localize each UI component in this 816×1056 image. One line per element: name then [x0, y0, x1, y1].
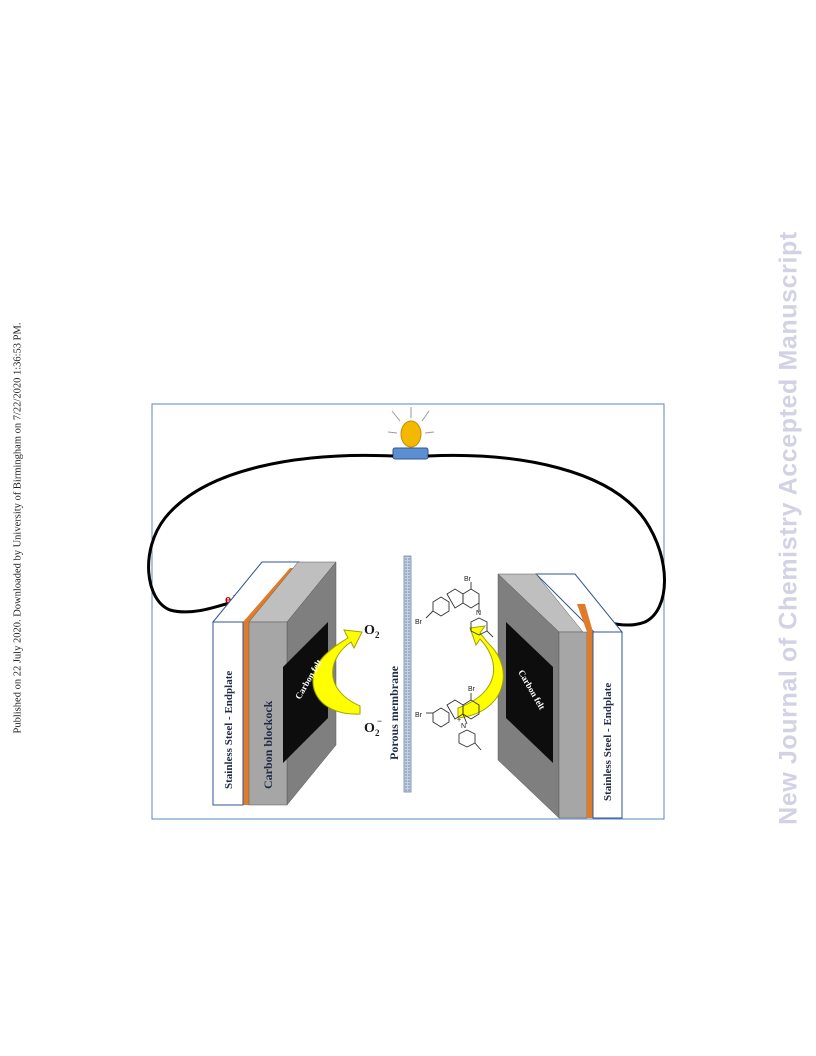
left-redox-arrow [312, 629, 363, 715]
right-carbon-felt [506, 622, 553, 763]
external-wire-right [427, 454, 666, 627]
left-carbon-felt [283, 622, 328, 763]
cation-charge-label: + [457, 717, 461, 724]
right-current-collector [587, 632, 593, 818]
external-wire [147, 453, 394, 614]
left-block-label: Carbon blockock [261, 700, 275, 789]
right-endplate-label: Stainless Steel - Endplate [602, 683, 614, 801]
svg-text:e: e [225, 594, 231, 606]
svg-text:O: O [364, 721, 375, 736]
carbazole-molecule-neutral [425, 582, 494, 638]
nitrogen-cation-label: N [461, 723, 466, 730]
right-endplate [592, 631, 623, 819]
bulb-glass [400, 420, 422, 448]
left-current-collector-face [243, 622, 249, 805]
svg-text:2: 2 [375, 728, 380, 738]
left-carbon-block [248, 621, 288, 806]
left-endplate-label: Stainless Steel - Endplate [223, 671, 235, 789]
membrane-label: Porous membrane [387, 665, 401, 760]
bulb-base [392, 447, 429, 460]
bromine-label-top: Br [464, 576, 472, 583]
right-redox-arrow [457, 625, 504, 719]
carbazole-molecule-cation [426, 693, 482, 751]
nitrogen-label: N [476, 610, 481, 617]
superoxide-label: O 2 − [364, 716, 382, 738]
svg-text:O: O [364, 623, 375, 638]
light-bulb [387, 407, 435, 460]
svg-text:2: 2 [375, 630, 380, 640]
bromine-label-cation-top: Br [468, 686, 476, 693]
left-endplate [212, 621, 244, 806]
bromine-label-left: Br [415, 619, 423, 626]
oxygen-label: O 2 [364, 623, 380, 640]
porous-membrane [403, 555, 412, 793]
bromine-label-cation-left: Br [415, 712, 423, 719]
svg-text:−: − [377, 716, 382, 726]
right-current-collector-top [577, 604, 593, 632]
right-carbon-block [558, 631, 588, 819]
